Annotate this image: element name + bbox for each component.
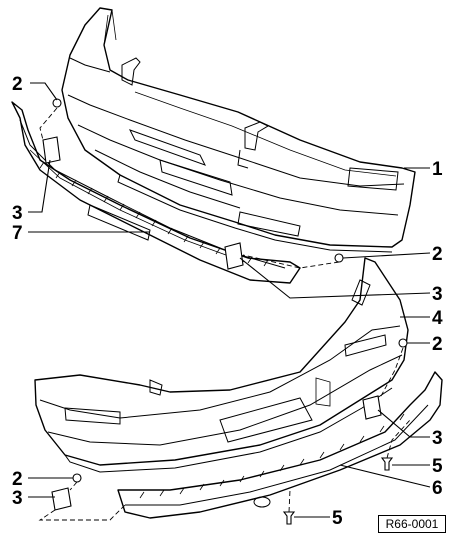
rear-spoiler (117, 371, 443, 519)
callout-rear-spoiler: 6 (432, 478, 443, 499)
screw-a (380, 457, 394, 471)
bolt-b (334, 253, 344, 263)
rear-bumper-cover (34, 257, 409, 473)
screw-b (282, 511, 296, 525)
bolt-a (52, 98, 62, 108)
callout-bolt-c: 2 (432, 334, 443, 355)
bolt-c (398, 338, 408, 348)
clip-c (362, 395, 382, 420)
callout-bolt-a: 2 (12, 74, 23, 95)
alignment-lines (38, 107, 411, 521)
callout-clip-d: 3 (12, 488, 23, 509)
clip-b (224, 242, 244, 270)
clip-a (42, 136, 61, 164)
callout-screw-b: 5 (332, 508, 343, 529)
callout-front-bumper-cover: 1 (432, 159, 443, 180)
front-spoiler (11, 101, 301, 284)
callout-front-spoiler: 7 (12, 223, 23, 244)
bolt-d (72, 473, 82, 483)
callout-bolt-b: 2 (432, 244, 443, 265)
clip-d (51, 487, 72, 511)
callout-bolt-d: 2 (12, 469, 23, 490)
callout-labels: 1 2 3 7 2 3 4 2 3 5 6 2 3 5 (12, 74, 443, 529)
callout-clip-c: 3 (432, 428, 443, 449)
front-bumper-cover (61, 7, 416, 253)
leader-lines (28, 82, 431, 518)
callout-screw-a: 5 (432, 456, 443, 477)
callout-rear-bumper-cover: 4 (432, 308, 443, 329)
callout-clip-b: 3 (432, 284, 443, 305)
fasteners (42, 98, 408, 525)
reference-code: R66-0001 (378, 515, 446, 533)
callout-clip-a: 3 (12, 203, 23, 224)
